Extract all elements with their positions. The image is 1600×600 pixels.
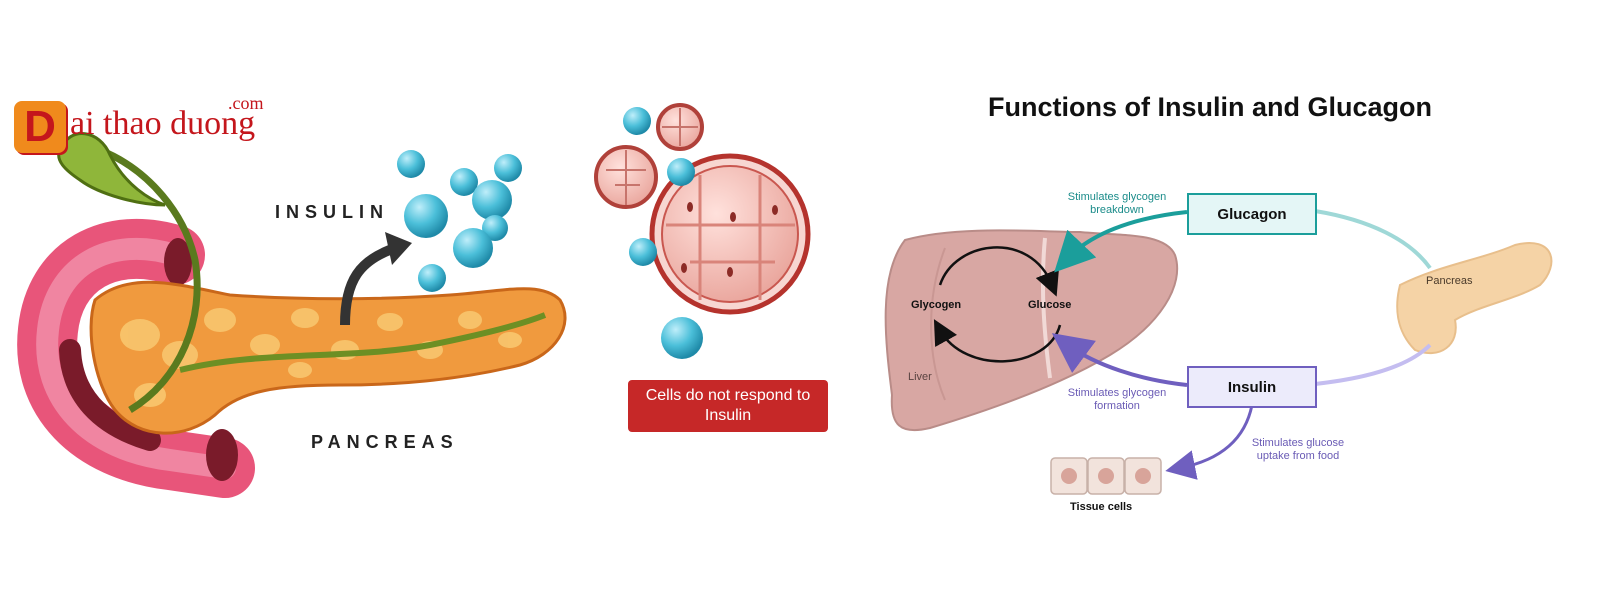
insulin-molecules <box>397 150 522 292</box>
logo-tld: .com <box>228 93 264 113</box>
pancreas-body <box>89 280 567 435</box>
note-glucagon: Stimulates glycogen breakdown <box>1067 191 1167 216</box>
note-insulin-liver: Stimulates glycogen formation <box>1067 387 1167 412</box>
pancreas-small-label: Pancreas <box>1426 275 1473 287</box>
insulin-tissue-arrow <box>1165 404 1254 480</box>
tissue-cells-label: Tissue cells <box>1070 501 1133 513</box>
glycogen-to-glucose-arrow <box>938 246 1059 297</box>
glucagon-arrow <box>1054 210 1188 273</box>
insulin-box: Insulin <box>1187 366 1317 408</box>
insulin-box-label: Insulin <box>1227 378 1277 396</box>
glucagon-label: Glucagon <box>1217 205 1287 223</box>
pancreas-small-shape <box>1396 242 1553 355</box>
banner-text: Cells do not respond to Insulin <box>645 387 811 424</box>
site-logo[interactable]: D ai thao duong .com <box>14 93 284 155</box>
liver-label: Liver <box>908 371 932 383</box>
logo-letter: D <box>14 101 66 153</box>
pancreas-label: PANCREAS <box>311 432 459 452</box>
cells-no-response-banner: Cells do not respond to Insulin <box>628 380 828 432</box>
note-insulin-tissue: Stimulates glucose uptake from food <box>1251 437 1345 462</box>
resistant-cells <box>594 103 811 359</box>
glycogen-label: Glycogen <box>911 299 962 311</box>
tissue-cells-shape <box>1050 457 1162 495</box>
release-arrow-icon <box>340 243 397 326</box>
logo-text: ai thao duong <box>70 105 256 142</box>
insulin-liver-arrow <box>1051 333 1188 387</box>
glucose-label: Glucose <box>1028 299 1072 311</box>
gallbladder <box>57 132 166 207</box>
pancreas-illustration <box>17 132 567 498</box>
glucagon-box: Glucagon <box>1187 193 1317 235</box>
diagram-title: Functions of Insulin and Glucagon <box>988 92 1432 122</box>
insulin-label: INSULIN <box>275 202 389 222</box>
